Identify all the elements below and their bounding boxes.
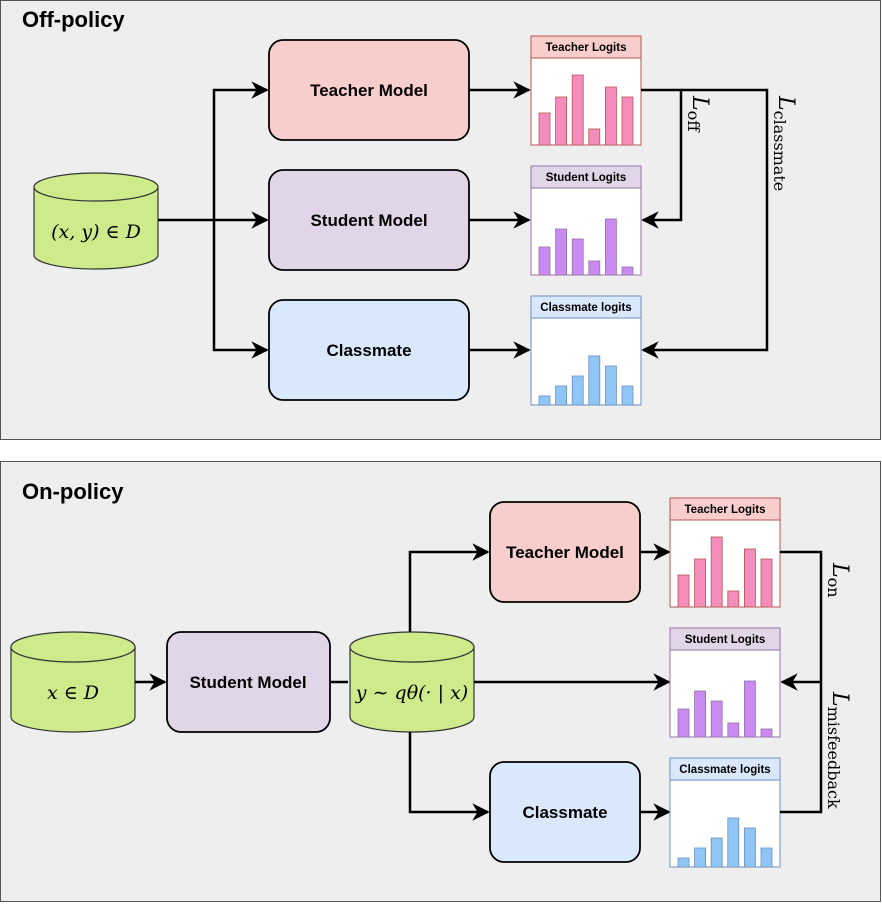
- off-classmate-logit-bar-3: [571, 375, 584, 406]
- loss-on-main: L: [827, 562, 852, 578]
- off-output-arrows: [469, 81, 531, 359]
- on-classmate-logits-title: Classmate logits: [679, 764, 770, 776]
- off-classmate-logit-bar-5: [605, 365, 617, 406]
- off-dataset-cylinder: (x, y) ∈ D: [33, 172, 159, 270]
- on-student-logit-bar-3: [710, 700, 723, 738]
- off-classmate-logit-bar-1: [538, 395, 551, 406]
- off-teacher-logits-card: Teacher Logits: [530, 35, 642, 146]
- on-student-logit-bar-1: [677, 708, 690, 738]
- off-student-logit-bar-6: [621, 266, 634, 276]
- off-policy-panel: Off-policy (x, y) ∈ D Teacher Model Stud…: [0, 0, 881, 440]
- on-teacher-logits-card: Teacher Logits: [669, 497, 781, 608]
- arrow-sample-to-classmate: [408, 732, 490, 821]
- classmate-loss-label: Lclassmate: [770, 95, 798, 191]
- on-teacher-logit-bar-6: [760, 558, 773, 608]
- arrow-dataset-to-classmate: [212, 220, 269, 359]
- on-student-model-box: Student Model: [166, 631, 331, 733]
- on-classmate-label: Classmate: [522, 803, 607, 822]
- off-teacher-logit-bar-5: [605, 86, 617, 146]
- off-classmate-logit-bar-2: [555, 385, 567, 406]
- on-student-logit-bar-2: [694, 690, 706, 738]
- on-dataset-cylinder: x ∈ D: [10, 631, 136, 733]
- svg-text:Lon: Lon: [824, 562, 852, 598]
- off-teacher-logit-bar-3: [571, 74, 584, 146]
- arrow-loss-classmate: [641, 88, 769, 359]
- misfeedback-loss-label: Lmisfeedback: [824, 691, 852, 809]
- on-teacher-model-label: Teacher Model: [506, 543, 624, 562]
- off-classmate-box: Classmate: [268, 299, 470, 401]
- on-teacher-model-box: Teacher Model: [489, 501, 641, 603]
- on-classmate-logit-bar-3: [710, 837, 723, 868]
- on-student-logit-bar-5: [744, 680, 756, 738]
- off-input-connectors: [158, 81, 269, 359]
- on-sample-cylinder: y ∼ qθ(· | x): [349, 631, 475, 733]
- off-student-logit-bar-1: [538, 246, 551, 276]
- off-loss-label: Loff: [684, 95, 712, 133]
- off-student-logit-bar-5: [605, 218, 617, 276]
- off-student-logit-bar-3: [571, 238, 584, 276]
- loss-off-sub: off: [684, 111, 703, 134]
- loss-classmate-sub: classmate: [770, 111, 789, 192]
- on-student-logits-title: Student Logits: [685, 634, 766, 646]
- off-student-model-box: Student Model: [268, 169, 470, 271]
- arrow-sample-to-teacher: [408, 543, 490, 632]
- on-classmate-logits-card: Classmate logits: [669, 757, 781, 868]
- off-student-logits-title: Student Logits: [546, 172, 627, 184]
- on-student-model-label: Student Model: [189, 673, 306, 692]
- off-student-logit-bar-4: [588, 260, 601, 276]
- on-policy-panel: On-policy x ∈ D Student Model y ∼ qθ(· |…: [0, 461, 881, 902]
- on-teacher-logit-bar-5: [744, 548, 756, 608]
- on-classmate-logit-bar-2: [694, 847, 706, 868]
- arrow-dataset-to-teacher: [212, 81, 269, 220]
- on-teacher-logit-bar-1: [677, 574, 690, 608]
- off-loss-connectors: [641, 88, 769, 359]
- svg-text:Loff: Loff: [684, 95, 712, 133]
- on-classmate-logit-bar-1: [677, 857, 690, 868]
- on-loss-connectors: [780, 550, 823, 814]
- loss-classmate-main: L: [773, 95, 798, 111]
- svg-text:Lmisfeedback: Lmisfeedback: [824, 691, 852, 809]
- loss-on-sub: on: [824, 578, 843, 598]
- off-teacher-logits-title: Teacher Logits: [546, 42, 627, 54]
- on-policy-title: On-policy: [22, 479, 124, 504]
- off-dataset-label: (x, y) ∈ D: [51, 221, 141, 243]
- off-teacher-logit-bar-1: [538, 112, 551, 146]
- on-classmate-box: Classmate: [489, 761, 641, 863]
- loss-misfeedback-main: L: [827, 691, 852, 707]
- on-student-logits-card: Student Logits: [669, 627, 781, 738]
- loss-off-main: L: [687, 95, 712, 111]
- on-classmate-logit-bar-5: [744, 827, 756, 868]
- off-classmate-logit-bar-4: [588, 355, 601, 406]
- off-student-logit-bar-2: [555, 228, 567, 276]
- off-teacher-model-label: Teacher Model: [310, 81, 428, 100]
- off-student-model-label: Student Model: [310, 211, 427, 230]
- on-classmate-logit-bar-4: [727, 817, 740, 868]
- on-connectors: [135, 543, 671, 821]
- off-classmate-logits-title: Classmate logits: [540, 302, 631, 314]
- off-classmate-label: Classmate: [326, 341, 411, 360]
- on-loss-label: Lon: [824, 562, 852, 598]
- off-student-logits-card: Student Logits: [530, 165, 642, 276]
- on-student-logit-bar-4: [727, 722, 740, 738]
- on-teacher-logit-bar-4: [727, 590, 740, 608]
- loss-misfeedback-sub: misfeedback: [824, 707, 843, 809]
- off-classmate-logits-card: Classmate logits: [530, 295, 642, 406]
- off-teacher-model-box: Teacher Model: [268, 39, 470, 141]
- on-sample-label: y ∼ qθ(· | x): [355, 682, 468, 704]
- on-teacher-logit-bar-3: [710, 536, 723, 608]
- on-teacher-logits-title: Teacher Logits: [685, 504, 766, 516]
- off-teacher-logit-bar-4: [588, 128, 601, 146]
- arrow-loss-off: [641, 88, 683, 229]
- on-student-logit-bar-6: [760, 728, 773, 738]
- off-policy-title: Off-policy: [22, 7, 125, 32]
- on-teacher-logit-bar-2: [694, 558, 706, 608]
- on-classmate-logit-bar-6: [760, 847, 773, 868]
- off-teacher-logit-bar-2: [555, 96, 567, 146]
- on-dataset-label: x ∈ D: [47, 682, 99, 704]
- off-teacher-logit-bar-6: [621, 96, 634, 146]
- svg-text:Lclassmate: Lclassmate: [770, 95, 798, 191]
- off-classmate-logit-bar-6: [621, 385, 634, 406]
